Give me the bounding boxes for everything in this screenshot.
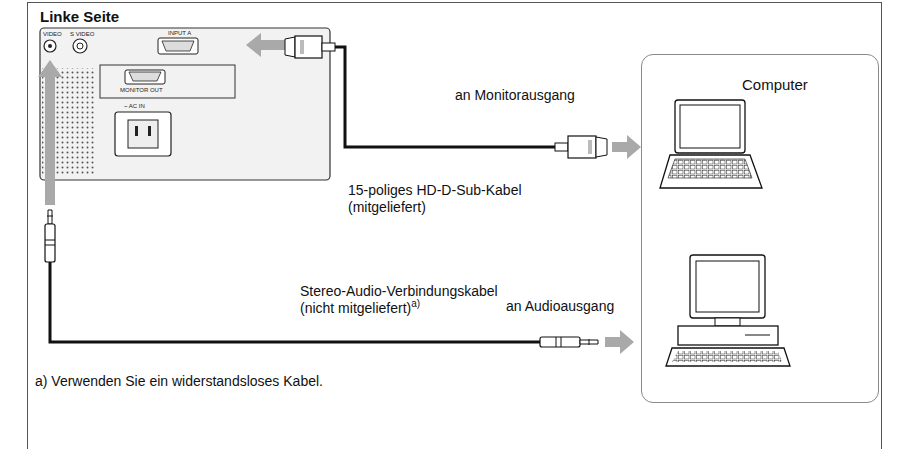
connection-label: an Monitorausgang — [455, 87, 575, 103]
jack-label: MONITOR OUT — [120, 87, 163, 94]
footnote: a) Verwenden Sie ein widerstandsloses Ka… — [35, 373, 535, 390]
jack-label: MONITOR OUT — [120, 87, 163, 93]
laptop-computer — [660, 100, 762, 188]
panel-heading: Linke Seite — [40, 8, 119, 25]
jack-label: INPUT A — [168, 30, 191, 37]
cable-label: 15-poliges HD-D-Sub-Kabel (mitgeliefert) — [348, 182, 538, 216]
jack-label: VIDEO — [43, 31, 62, 38]
cable-label: Stereo-Audio-Verbindungskabel (nicht mit… — [300, 283, 498, 316]
jack-label: ~ AC IN — [124, 103, 145, 110]
direction-arrow — [38, 33, 641, 354]
jack-label: ~ AC IN — [124, 103, 145, 109]
jack-label: INPUT A — [168, 30, 191, 36]
connection-label: an Audioausgang — [506, 298, 614, 314]
desktop-computer — [666, 255, 790, 366]
footnote: a) Verwenden Sie ein widerstandsloses Ka… — [35, 373, 323, 389]
connection-label: an Audioausgang — [506, 298, 656, 315]
cable-label: 15-poliges HD-D-Sub-Kabel (mitgeliefert) — [348, 182, 522, 215]
cable-label: Stereo-Audio-Verbindungskabel (nicht mit… — [300, 283, 532, 317]
jack-label: S VIDEO — [70, 31, 94, 37]
vga-cable — [285, 36, 607, 158]
projector-panel — [40, 28, 330, 180]
jack-label: S VIDEO — [70, 31, 94, 38]
jack-label: VIDEO — [43, 31, 62, 37]
audio-cable — [45, 210, 598, 347]
computer-group: Computer — [641, 54, 879, 403]
footnote-mark: a) — [411, 298, 420, 309]
connection-label: an Monitorausgang — [455, 87, 635, 104]
group-title: Computer — [742, 76, 808, 93]
